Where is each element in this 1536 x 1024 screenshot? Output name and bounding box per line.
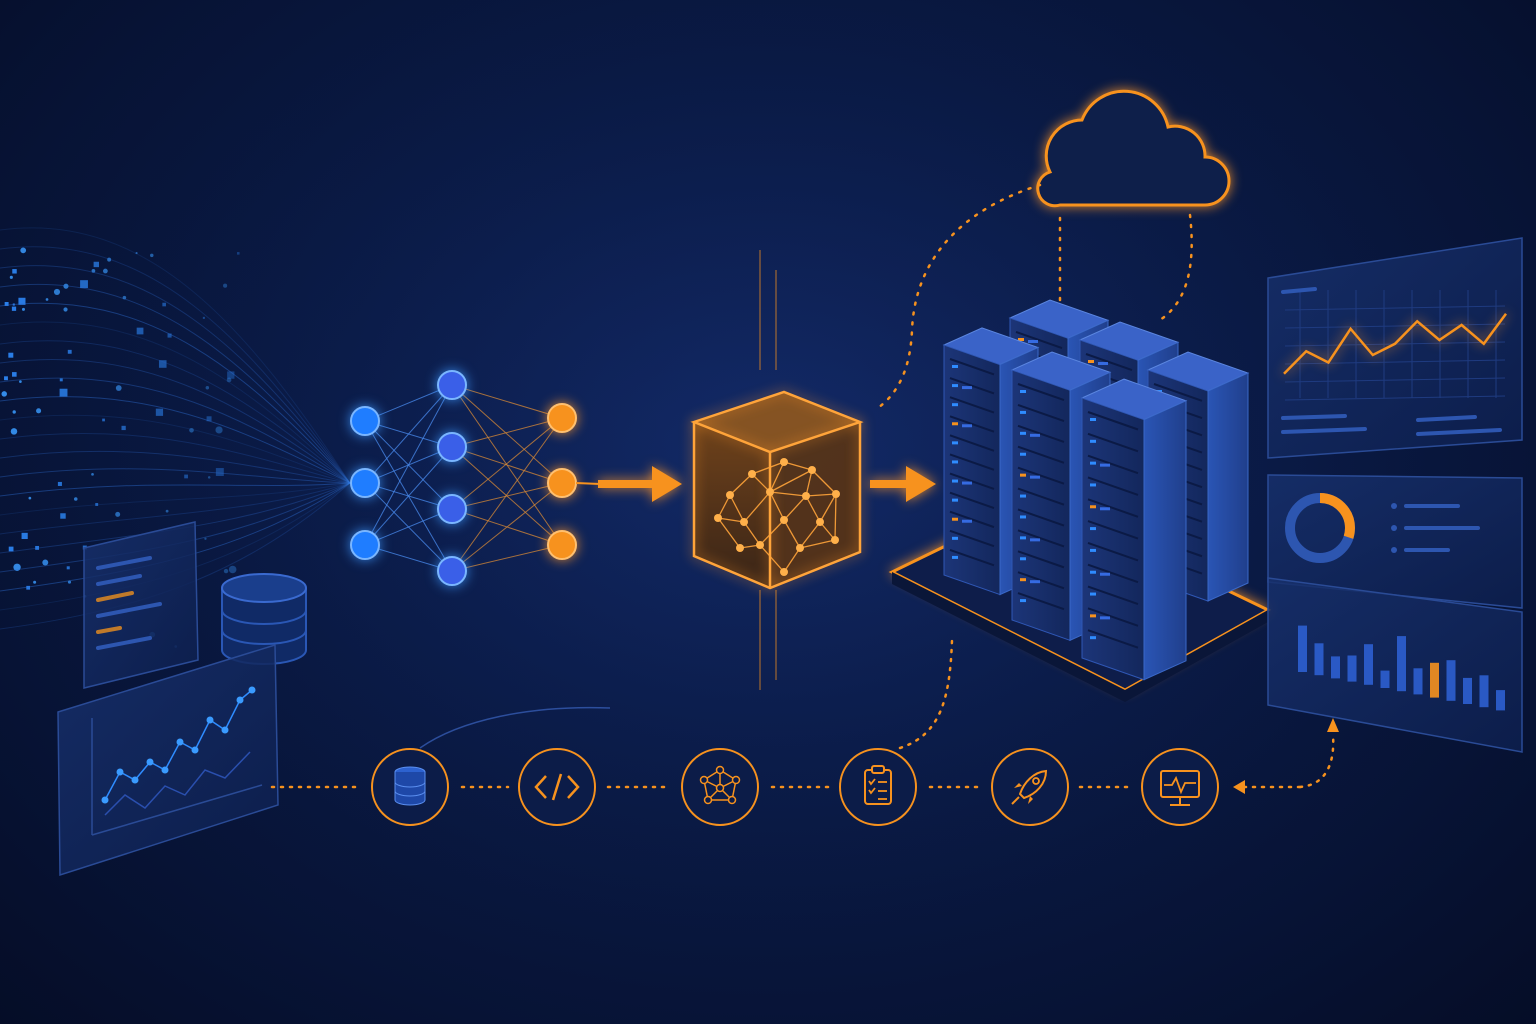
arrow-to-servers-icon [870,466,936,502]
bar [1380,670,1390,688]
server-rack-icon [888,299,1272,702]
bar [1496,690,1505,711]
arrow-to-model-icon [598,466,682,502]
line-chart-panel [1267,237,1523,459]
curved-connector [419,706,611,749]
cloud-connector-right [1158,213,1193,322]
donut-panel [1267,474,1523,609]
code-icon [518,748,596,826]
cloud-connector-left [873,183,1042,412]
neural-network-icon [350,370,601,586]
bar [1413,668,1423,695]
clipboard-checklist-icon [839,748,917,826]
scatter-chart-panel [57,643,279,877]
arrow-up-icon [1327,718,1339,732]
bar [1298,625,1307,672]
brain-mesh-icon [714,458,840,576]
database-icon [371,748,449,826]
bar [1430,662,1439,698]
bar [1347,655,1357,682]
cloud-icon [1036,89,1231,208]
pipeline-steps [371,748,1219,826]
bar [1446,660,1456,701]
network-graph-icon [681,748,759,826]
bar-chart-panel [1267,577,1523,753]
bar [1479,675,1489,708]
code-panel [83,521,199,689]
monitor-pulse-icon [1141,748,1219,826]
arrow-left-icon [1233,780,1245,794]
dashboard-icon [1267,237,1523,753]
pipeline-connector [270,638,1335,789]
model-cube-icon [690,250,864,690]
bar [1364,644,1373,685]
bar [1463,677,1472,704]
bar [1397,636,1406,692]
bar [1314,643,1324,676]
donut-segment [1285,493,1355,563]
bar [1331,656,1340,679]
rocket-icon [991,748,1069,826]
